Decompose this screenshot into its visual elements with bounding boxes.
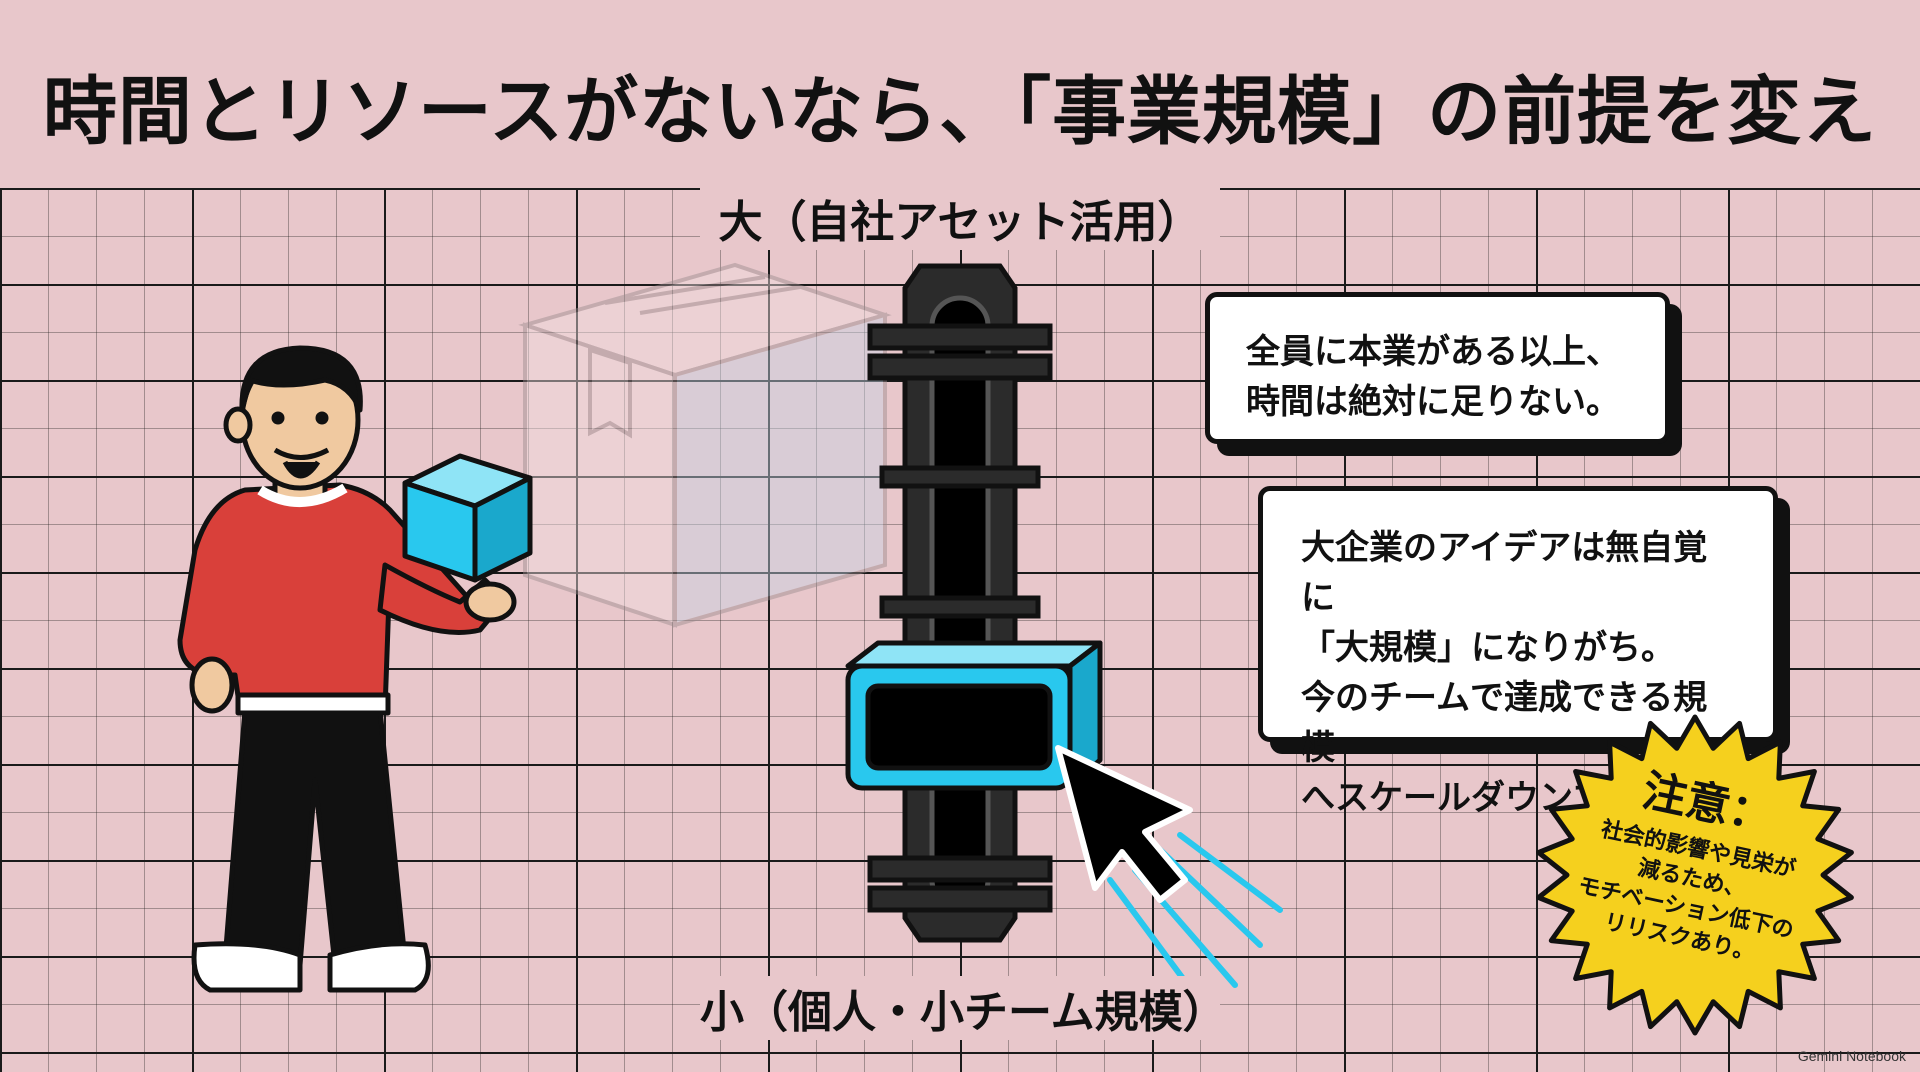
- watermark: Gemini Notebook: [1797, 1048, 1906, 1064]
- callout-line: 今のチームで達成できる規模: [1301, 678, 1708, 768]
- person-illustration: [177, 345, 517, 993]
- scale-bottom-label: 小（個人・小チーム規模）: [700, 976, 1227, 1040]
- callout-line: 大企業のアイデアは無自覚に: [1301, 528, 1708, 618]
- warning-starburst: [1536, 714, 1854, 1036]
- scale-slider-track[interactable]: [860, 258, 1060, 948]
- callout-line: 時間は絶対に足りない。: [1246, 382, 1620, 422]
- small-cube-icon: [402, 453, 533, 583]
- callout-line: 「大規模」になりがち。: [1301, 628, 1675, 668]
- cursor-icon: [1055, 745, 1283, 991]
- callout-line: 全員に本業がある以上、: [1246, 332, 1620, 372]
- page-title: 時間とリソースがないなら、「事業規模」の前提を変える。: [42, 69, 1878, 262]
- callout-scale-down: 大企業のアイデアは無自覚に 「大規模」になりがち。 今のチームで達成できる規模 …: [1258, 486, 1778, 818]
- callout-time-shortage: 全員に本業がある以上、 時間は絶対に足りない。: [1205, 292, 1670, 444]
- large-box-illustration: [518, 262, 892, 628]
- scale-slider-handle[interactable]: [838, 638, 1106, 798]
- scale-top-label: 大（自社アセット活用）: [700, 186, 1220, 250]
